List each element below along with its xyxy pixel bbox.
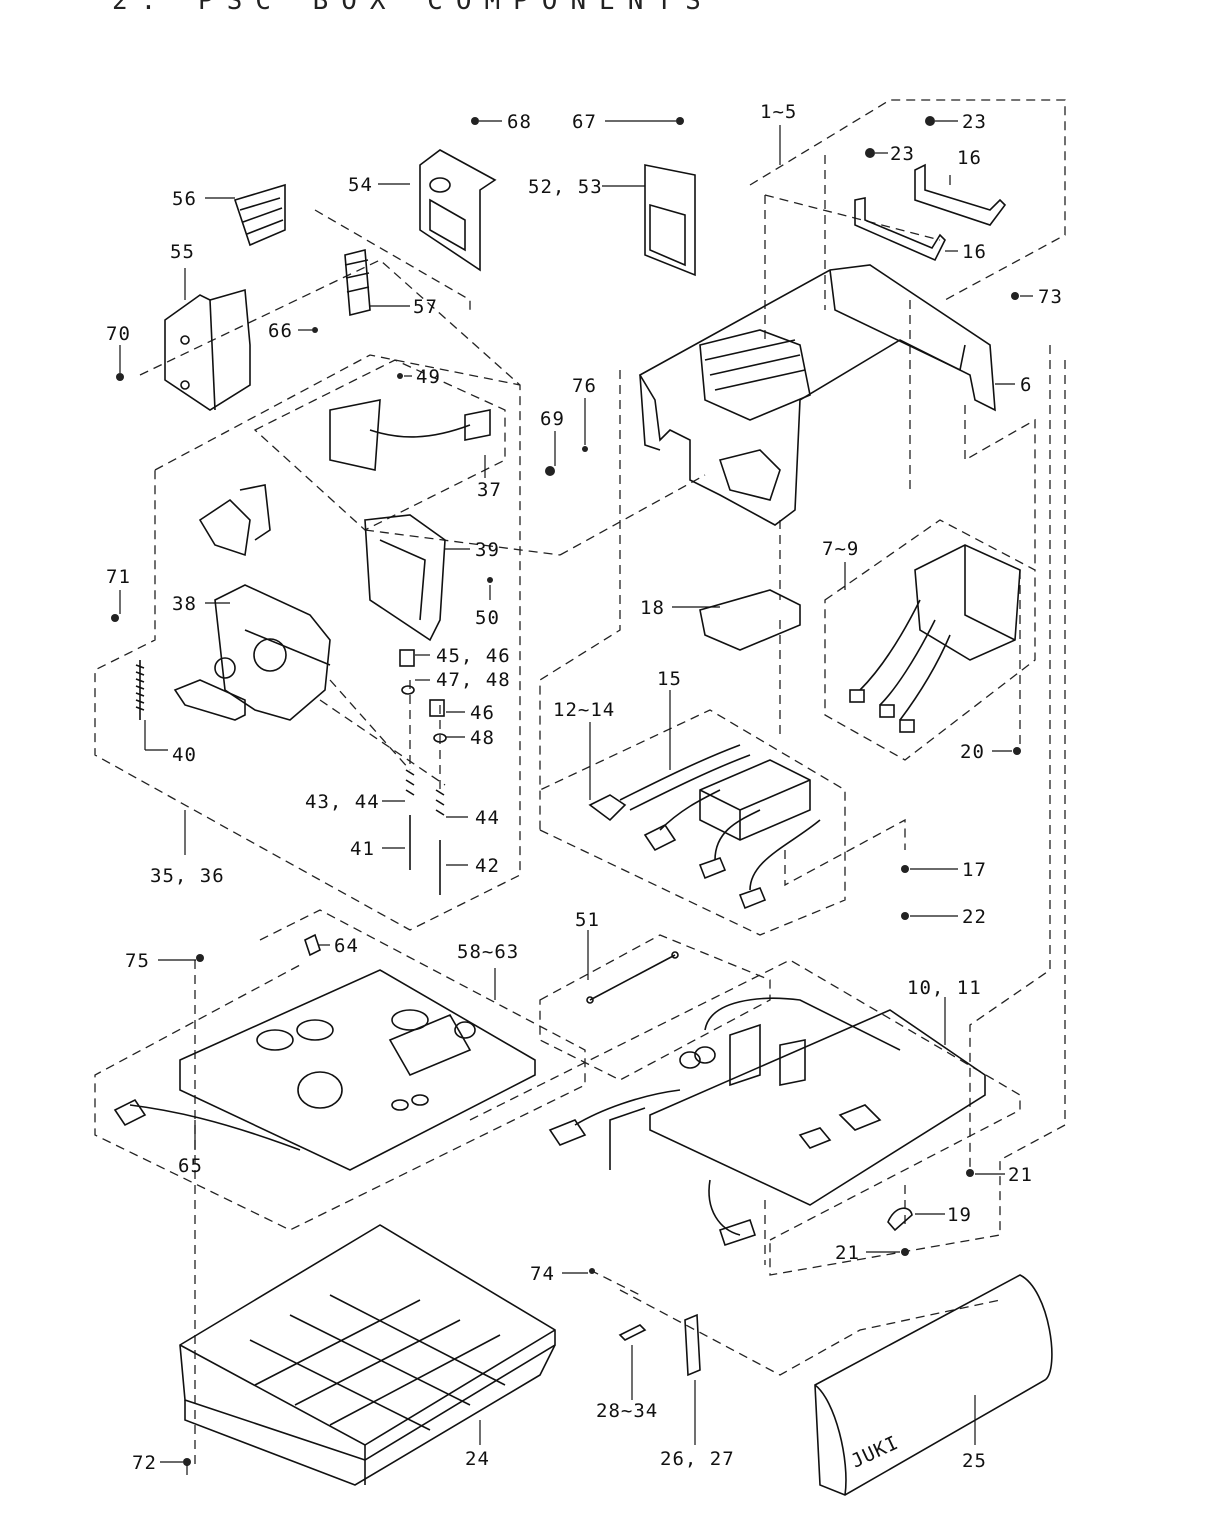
front-cover <box>814 1274 1053 1496</box>
callout-39: 39 <box>475 539 500 561</box>
fasteners <box>111 116 1021 1466</box>
callout-66: 66 <box>268 320 293 342</box>
callout-55: 55 <box>170 241 195 263</box>
callout-1-5: 1~5 <box>760 101 797 123</box>
callout-70: 70 <box>106 323 131 345</box>
callout-6: 6 <box>1020 374 1032 396</box>
callout-50: 50 <box>475 607 500 629</box>
mounting-plate <box>419 149 497 272</box>
callout-35-36: 35, 36 <box>150 865 225 887</box>
callout-46: 46 <box>470 702 495 724</box>
callout-41: 41 <box>350 838 375 860</box>
callout-16: 16 <box>957 147 982 169</box>
callout-64: 64 <box>334 935 359 957</box>
callout-44: 44 <box>475 807 500 829</box>
switch-26-27 <box>684 1313 701 1377</box>
page-title: 2. PSC BOX COMPONENTS <box>112 0 714 16</box>
callout-21: 21 <box>835 1242 860 1264</box>
cable-clamp <box>887 1207 913 1232</box>
power-supply-board <box>113 969 536 1171</box>
callout-37: 37 <box>477 479 502 501</box>
terminal-block-56 <box>233 183 286 247</box>
callout-labels: 68 67 1~5 23 23 16 16 73 56 54 52, 53 55… <box>106 101 1063 1474</box>
callout-51: 51 <box>575 909 600 931</box>
callout-15: 15 <box>657 668 682 690</box>
spring-44 <box>435 789 445 816</box>
spring-40 <box>135 660 145 720</box>
callout-21: 21 <box>1008 1164 1033 1186</box>
control-unit <box>699 759 811 841</box>
base-tray <box>179 1224 556 1486</box>
callout-42: 42 <box>475 855 500 877</box>
callout-12-14: 12~14 <box>553 699 615 721</box>
guide-plate <box>364 514 446 642</box>
label-plate <box>644 164 696 277</box>
callout-48: 48 <box>470 727 495 749</box>
connector-64 <box>304 933 321 957</box>
wire-51 <box>586 951 679 1004</box>
callout-25: 25 <box>962 1450 987 1472</box>
callout-71: 71 <box>106 566 131 588</box>
callout-68: 68 <box>507 111 532 133</box>
callout-52-53: 52, 53 <box>528 176 603 198</box>
cover-box <box>164 288 251 411</box>
callout-17: 17 <box>962 859 987 881</box>
callout-22: 22 <box>962 906 987 928</box>
callout-28-34: 28~34 <box>596 1400 658 1422</box>
main-frame-cover <box>638 264 996 526</box>
callout-26-27: 26, 27 <box>660 1448 735 1470</box>
callout-74: 74 <box>530 1263 555 1285</box>
callout-69: 69 <box>540 408 565 430</box>
bushing-46 <box>429 699 445 717</box>
cable-assembly <box>329 399 491 471</box>
callout-18: 18 <box>640 597 665 619</box>
callout-20: 20 <box>960 741 985 763</box>
callout-75: 75 <box>125 950 150 972</box>
callout-47-48: 47, 48 <box>436 669 511 691</box>
main-pcb <box>548 997 986 1247</box>
callout-10-11: 10, 11 <box>907 977 982 999</box>
callout-40: 40 <box>172 744 197 766</box>
callout-7-9: 7~9 <box>822 538 859 560</box>
insulating-sheet <box>699 589 801 651</box>
callout-43-44: 43, 44 <box>305 791 380 813</box>
callout-67: 67 <box>572 111 597 133</box>
bracket-16-lower <box>854 197 946 262</box>
callout-19: 19 <box>947 1204 972 1226</box>
leader-lines <box>119 120 1033 1475</box>
callout-23: 23 <box>890 143 915 165</box>
fuse-28-34 <box>618 1324 647 1341</box>
callout-57: 57 <box>413 296 438 318</box>
callout-58-63: 58~63 <box>457 941 519 963</box>
washer-48 <box>433 733 447 743</box>
callout-49: 49 <box>416 366 441 388</box>
transformer <box>849 544 1021 733</box>
assembly-outlines <box>94 99 1066 1470</box>
callout-16: 16 <box>962 241 987 263</box>
bracket-16-upper <box>914 163 1007 226</box>
callout-24: 24 <box>465 1448 490 1470</box>
wire-harness-12-14 <box>588 744 821 910</box>
callout-56: 56 <box>172 188 197 210</box>
callout-73: 73 <box>1038 286 1063 308</box>
terminal-block-57 <box>344 248 371 317</box>
switch-bracket <box>198 484 271 557</box>
callout-23: 23 <box>962 111 987 133</box>
washer-47-48 <box>401 685 415 695</box>
bushing-45-46 <box>399 649 415 667</box>
callout-76: 76 <box>572 375 597 397</box>
lever-arm <box>173 679 246 721</box>
callout-54: 54 <box>348 174 373 196</box>
callout-38: 38 <box>172 593 197 615</box>
callout-65: 65 <box>178 1155 203 1177</box>
solenoid-housing <box>214 584 331 721</box>
callout-72: 72 <box>132 1452 157 1474</box>
spring-43-44 <box>405 769 415 796</box>
callout-45-46: 45, 46 <box>436 645 511 667</box>
